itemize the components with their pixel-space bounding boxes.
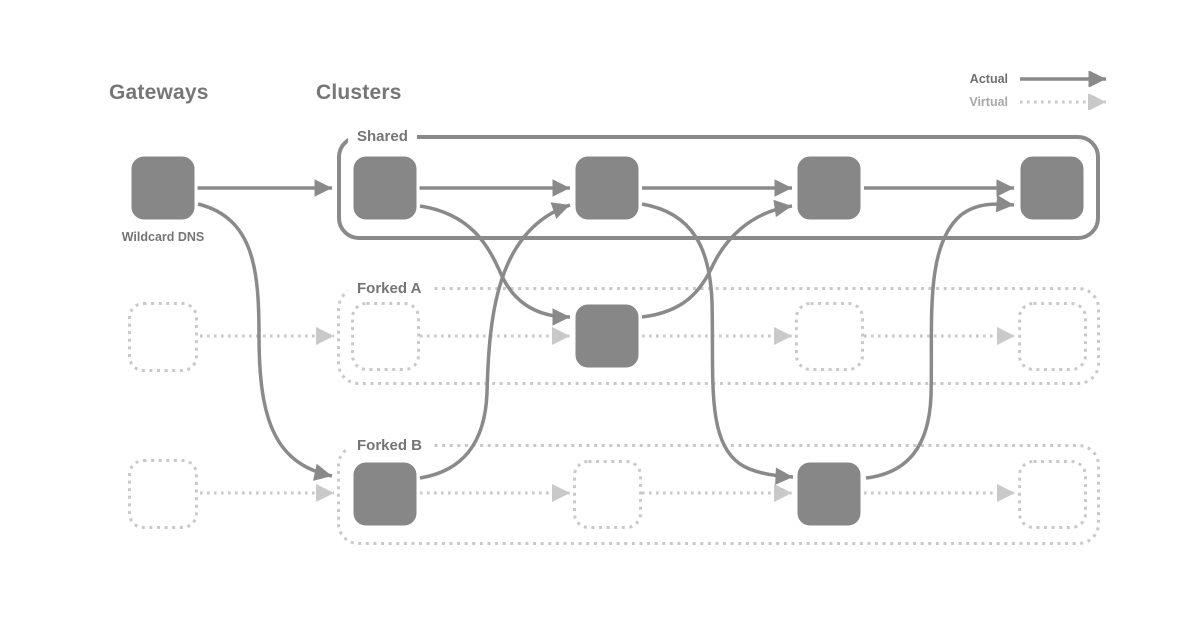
legend-actual-label: Actual xyxy=(969,72,1008,86)
node-shared-3 xyxy=(794,153,864,223)
node-forked-b-2 xyxy=(573,460,642,529)
node-forked-a-4 xyxy=(1018,302,1087,371)
gateways-heading: Gateways xyxy=(109,81,209,104)
forked-a-cluster-label: Forked A xyxy=(348,280,431,298)
node-shared-4 xyxy=(1017,153,1087,223)
wildcard-dns-label: Wildcard DNS xyxy=(121,230,205,244)
legend-virtual-label: Virtual xyxy=(969,95,1008,109)
forked-a-cluster-outline xyxy=(337,287,1100,385)
actual-arrow-icon xyxy=(1020,71,1106,87)
node-forked-a-2 xyxy=(572,301,642,371)
legend-row-actual: Actual xyxy=(950,70,1110,88)
node-forked-b-4 xyxy=(1018,460,1087,529)
edge-forkeda2-to-shared3 xyxy=(641,199,793,319)
legend-row-virtual: Virtual xyxy=(950,93,1110,111)
node-forked-a-3 xyxy=(795,302,864,371)
edge-wildcard-to-forkedb1 xyxy=(197,202,333,481)
node-gateway-a-virtual xyxy=(128,302,198,372)
virtual-arrow-icon xyxy=(1020,94,1106,110)
edge-forkedb1-to-shared2 xyxy=(419,202,571,480)
forked-b-cluster-outline xyxy=(337,444,1100,545)
node-shared-2 xyxy=(572,153,642,223)
edge-shared1-to-forkeda2 xyxy=(419,204,571,326)
shared-cluster-label: Shared xyxy=(348,128,417,146)
edge-shared2-to-forkedb3 xyxy=(641,202,794,485)
legend: Actual Virtual xyxy=(950,70,1110,111)
node-wildcard-dns xyxy=(128,153,198,223)
node-forked-a-1 xyxy=(351,302,420,371)
clusters-heading: Clusters xyxy=(316,81,402,104)
forked-b-cluster-label: Forked B xyxy=(348,437,432,455)
node-shared-1 xyxy=(350,153,420,223)
node-gateway-b-virtual xyxy=(128,459,198,529)
node-forked-b-1 xyxy=(350,459,420,529)
shared-cluster-outline xyxy=(337,135,1100,240)
node-forked-b-3 xyxy=(794,459,864,529)
edge-forkedb3-to-shared4 xyxy=(865,194,1015,480)
